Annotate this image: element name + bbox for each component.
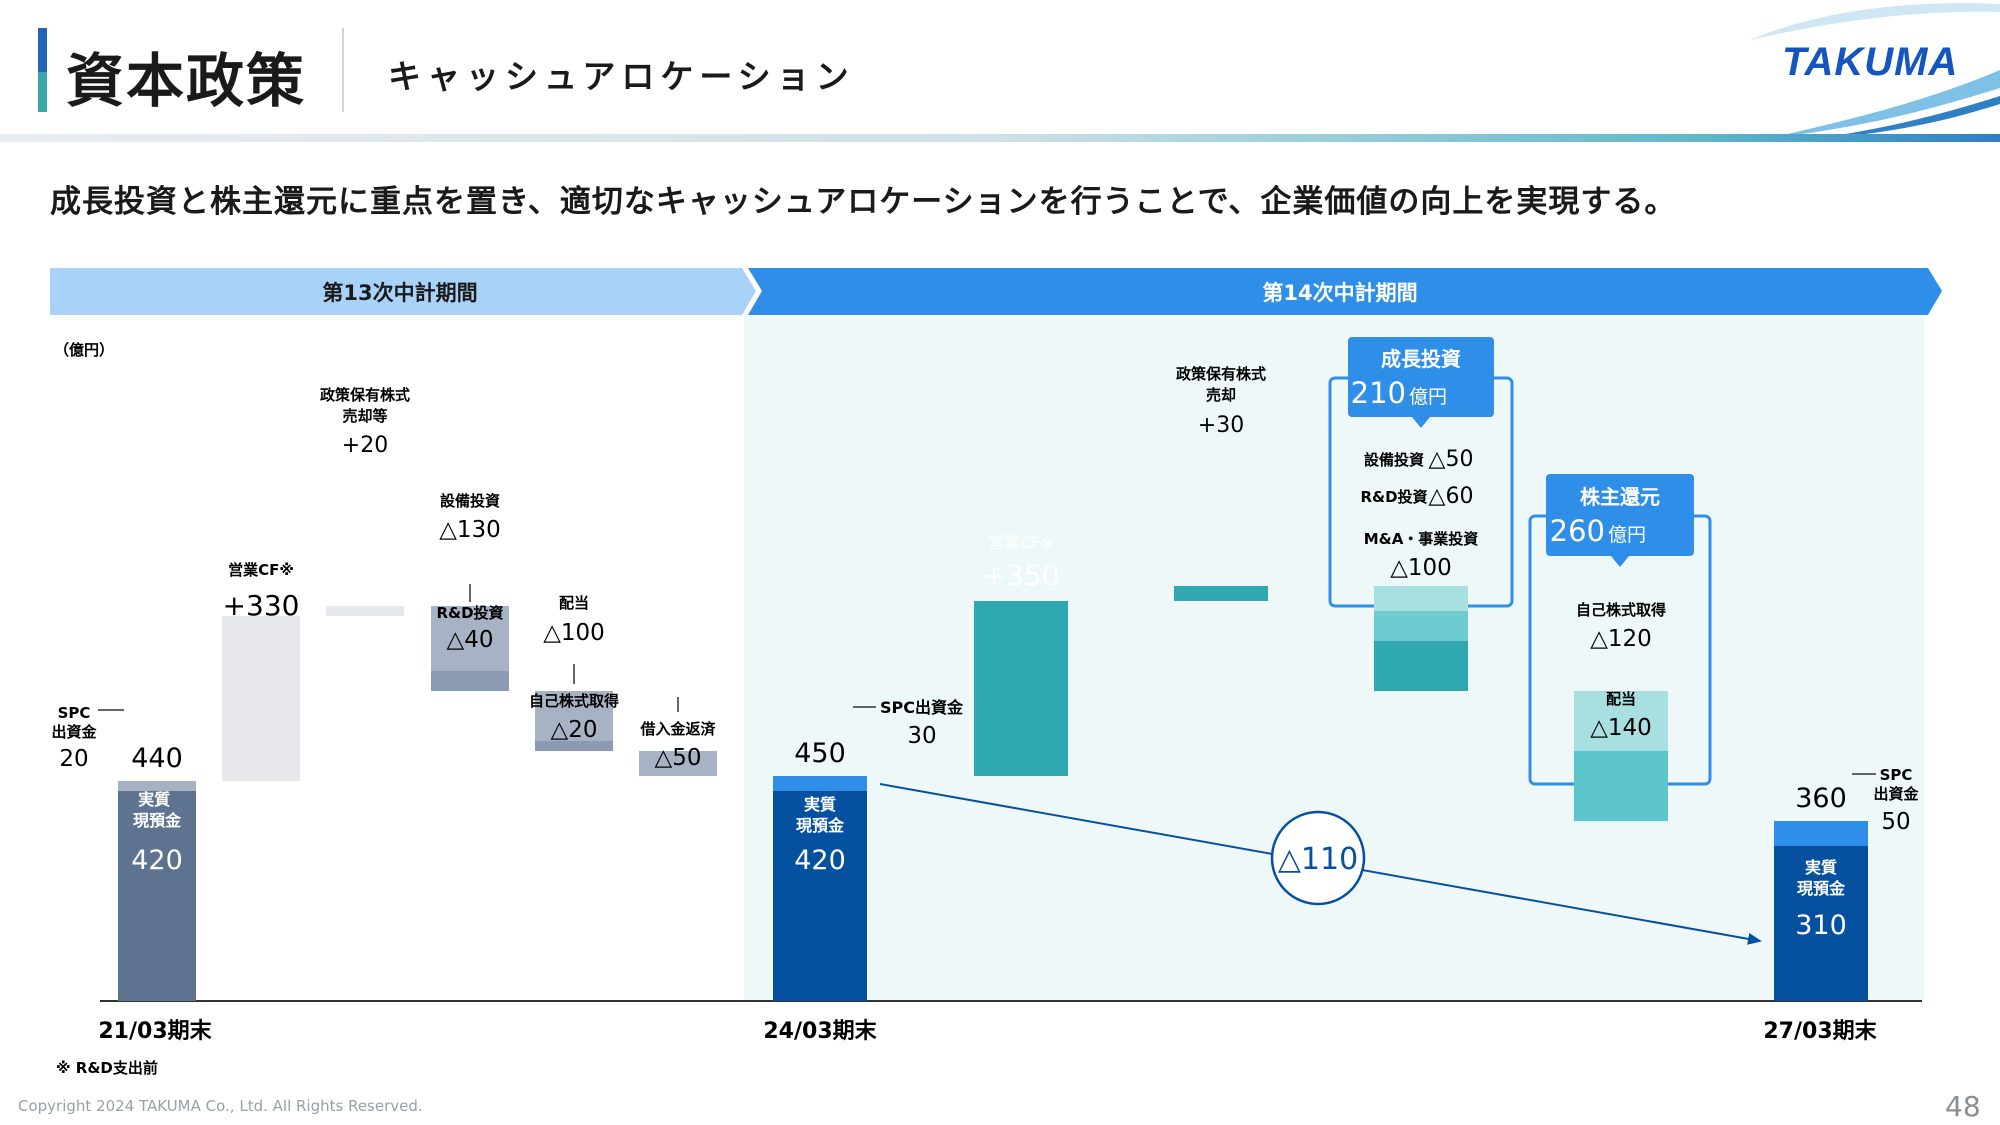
bar-p14-share-sale-value: +30 <box>1198 413 1244 438</box>
bar-growth-capex <box>1374 586 1468 611</box>
bar-p14-share-sale-label: 政策保有株式売却 <box>1176 365 1266 404</box>
shareholder-callout-pointer <box>1611 556 1629 567</box>
return-buyback-value: △120 <box>1590 626 1652 652</box>
real-cash-change-value: △110 <box>1278 842 1358 877</box>
copyright: Copyright 2024 TAKUMA Co., Ltd. All Righ… <box>18 1097 423 1115</box>
bar-p13-buyback <box>535 741 613 751</box>
period13-label: 第13次中計期間 <box>322 281 477 305</box>
bar-p13-loan-label: 借入金返済 <box>639 720 716 738</box>
bar-p13-share-sale-label: 政策保有株式売却等 <box>320 386 410 425</box>
period14-banner <box>748 268 1942 315</box>
bar-p13-buyback-label: 自己株式取得 <box>529 692 619 710</box>
bar-p13-loan-value: △50 <box>655 745 702 771</box>
unit-label: （億円） <box>54 341 114 359</box>
bar-2403-real-cash <box>773 791 867 1001</box>
bar-2403-spc-value: 30 <box>907 723 936 749</box>
bar-p13-loan-repayment <box>639 751 717 776</box>
growth-investment-callout <box>1348 337 1494 417</box>
period13-banner <box>50 268 756 315</box>
bar-2703-spc-value: 50 <box>1881 809 1910 835</box>
bar-2403-real-caption: 実質現預金 <box>796 795 845 835</box>
bar-2103-real-cash <box>118 791 196 1001</box>
growth-rd-label: R&D投資 <box>1360 488 1427 506</box>
bar-growth-ma <box>1374 641 1468 691</box>
bar-p14-share-sale <box>1174 586 1268 601</box>
growth-callout-pointer <box>1412 417 1430 428</box>
bar-p13-share-sale <box>326 606 404 616</box>
growth-rd-value: △60 <box>1429 484 1474 509</box>
x-label-2703: 27/03期末 <box>1763 1019 1877 1044</box>
footnote: ※ R&D支出前 <box>56 1059 158 1077</box>
bar-2403-real-value: 420 <box>794 845 846 876</box>
shareholder-return-unit: 億円 <box>1608 524 1646 546</box>
bar-p13-operating-cf-label: 営業CF※ <box>228 561 294 579</box>
bar-return-buyback <box>1574 691 1668 751</box>
x-label-2103: 21/03期末 <box>98 1019 212 1044</box>
growth-capex-value: △50 <box>1429 447 1474 472</box>
bar-2703-real-caption: 実質現預金 <box>1797 858 1846 898</box>
bar-p14-operating-cf-value: +350 <box>983 559 1060 592</box>
bar-2403-total-label: 450 <box>794 738 846 769</box>
bar-2103-spc <box>118 781 196 791</box>
return-buyback-label: 自己株式取得 <box>1576 601 1666 619</box>
page-number: 48 <box>1945 1090 1981 1123</box>
title-accent-bar <box>38 28 47 72</box>
shareholder-return-total: 260 <box>1550 514 1605 548</box>
growth-ma-value: △100 <box>1390 555 1452 581</box>
lead-statement: 成長投資と株主還元に重点を置き、適切なキャッシュアロケーションを行うことで、企業… <box>50 184 1677 220</box>
bar-2103-spc-value: 20 <box>59 746 88 772</box>
return-dividend-label: 配当 <box>1606 690 1636 708</box>
bar-p13-dividend-label: 配当 <box>559 594 589 612</box>
page-subtitle: キャッシュアロケーション <box>388 57 855 96</box>
bar-2703-real-cash <box>1774 846 1868 1001</box>
bar-growth-rd <box>1374 611 1468 641</box>
bar-2703-real-value: 310 <box>1795 910 1847 941</box>
shareholder-return-callout <box>1546 474 1694 556</box>
growth-investment-unit: 億円 <box>1409 386 1447 408</box>
bar-p13-buyback-value: △20 <box>551 717 598 743</box>
bar-p13-share-sale-value: +20 <box>342 433 388 458</box>
bar-2403-spc <box>773 776 867 791</box>
growth-investment-title: 成長投資 <box>1381 347 1461 371</box>
bar-return-dividend <box>1574 751 1668 821</box>
bar-2403-spc-caption: SPC出資金 <box>880 698 964 717</box>
bar-p13-operating-cf-value: +330 <box>223 589 300 622</box>
real-cash-change-circle <box>1270 810 1366 906</box>
growth-capex-label: 設備投資 <box>1364 451 1424 469</box>
page-title: 資本政策 <box>66 47 307 115</box>
bar-p13-dividend <box>535 691 613 741</box>
header-divider <box>342 28 344 112</box>
logo-swoosh-graphic <box>1750 3 2000 138</box>
return-dividend-value: △140 <box>1590 715 1652 741</box>
shareholder-return-title: 株主還元 <box>1580 485 1660 509</box>
takuma-logo: TAKUMA <box>1782 40 1959 84</box>
bar-p13-capex-label: 設備投資 <box>440 492 500 510</box>
bar-p13-rd-label: R&D投資 <box>436 604 503 622</box>
bar-p13-rd <box>431 671 509 691</box>
bar-p13-capex <box>431 606 509 671</box>
bar-2103-total-label: 440 <box>131 743 183 774</box>
bar-2703-spc <box>1774 821 1868 846</box>
header-underline <box>0 134 2000 142</box>
bar-p13-dividend-value: △100 <box>543 620 605 646</box>
bar-p13-operating-cf <box>222 616 300 781</box>
growth-ma-label: M&A・事業投資 <box>1364 530 1479 548</box>
growth-investment-total: 210 <box>1351 376 1406 410</box>
bar-p13-capex-value: △130 <box>439 517 501 543</box>
bar-2103-real-value: 420 <box>131 845 183 876</box>
title-accent-bar-teal <box>38 72 47 112</box>
bar-p13-rd-value: △40 <box>447 627 494 653</box>
period14-label: 第14次中計期間 <box>1262 281 1417 305</box>
bar-p14-operating-cf <box>974 601 1068 776</box>
bar-2703-total-label: 360 <box>1795 783 1847 814</box>
x-label-2403: 24/03期末 <box>763 1019 877 1044</box>
bar-p14-operating-cf-label: 営業CF※ <box>988 533 1054 552</box>
bar-2103-real-caption: 実質 現預金 <box>133 790 182 830</box>
